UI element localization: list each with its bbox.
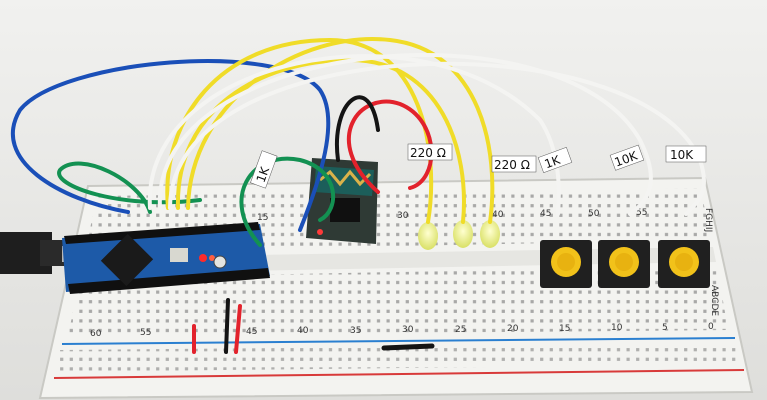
wire-blue (11, 59, 331, 232)
led-1 (418, 222, 438, 250)
svg-text:220 Ω: 220 Ω (410, 146, 446, 160)
leds (418, 220, 500, 250)
num-top-30: 30 (397, 211, 409, 221)
num-bot-15: 15 (559, 324, 570, 334)
arduino-nano (62, 222, 270, 294)
num-bot-5: 5 (662, 323, 668, 333)
svg-text:220 Ω: 220 Ω (494, 158, 530, 172)
resistor-tag-4: 1K (537, 147, 573, 173)
wire-red-low2 (234, 304, 242, 354)
num-bot-40: 40 (297, 326, 309, 336)
num-top-45: 45 (540, 209, 551, 219)
resistor-tag-2: 220 Ω (407, 143, 453, 161)
wire-red-bt (346, 99, 434, 194)
breadboard (38, 176, 754, 400)
push-buttons (540, 240, 710, 288)
row-letters-bottom: ABCDE (709, 285, 719, 316)
wire-black-rail (381, 343, 435, 351)
num-top-40: 40 (492, 210, 504, 220)
resistor-tag-1: 1K (250, 150, 278, 189)
resistor-tag-6: 10K (665, 145, 707, 163)
num-bot-0: 0 (708, 322, 714, 332)
num-top-50: 50 (588, 209, 600, 219)
num-bot-35: 35 (350, 326, 361, 336)
led-2 (453, 220, 473, 248)
wire-white-3 (168, 61, 706, 216)
num-bot-25: 25 (455, 325, 466, 335)
push-button-1 (540, 240, 592, 288)
num-top-55: 55 (636, 208, 647, 218)
bluetooth-module (306, 158, 378, 244)
breadboard-numbers: 15 20 30 40 45 50 55 60 55 45 40 35 30 2… (90, 208, 719, 339)
wire-black-low (224, 298, 230, 354)
num-bot-30: 30 (402, 325, 414, 335)
push-button-2 (598, 240, 650, 288)
num-bot-60: 60 (90, 329, 102, 339)
wire-green-left (57, 161, 202, 214)
led-3 (480, 220, 500, 248)
row-letters-top: FGHIJ (703, 208, 713, 232)
wire-black-bt (334, 95, 380, 162)
push-button-3 (658, 240, 710, 288)
num-bot-45: 45 (246, 327, 257, 337)
num-bot-20: 20 (507, 324, 519, 334)
resistor-tag-3: 220 Ω (491, 155, 537, 173)
svg-text:1K: 1K (254, 164, 273, 184)
wire-white-2 (157, 53, 653, 216)
svg-text:10K: 10K (670, 148, 694, 162)
num-top-15: 15 (257, 213, 268, 223)
num-bot-55: 55 (140, 328, 151, 338)
num-bot-10: 10 (611, 323, 623, 333)
wire-green-mid (239, 156, 335, 247)
svg-text:1K: 1K (543, 152, 563, 171)
